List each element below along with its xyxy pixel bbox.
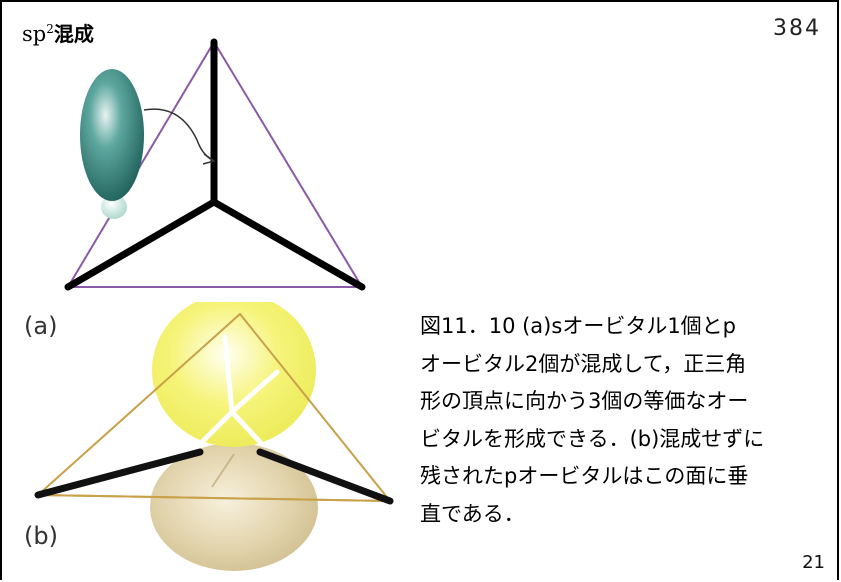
large-lobe (80, 69, 144, 201)
p-lobe-bottom (150, 443, 318, 571)
caption-line: 形の頂点に向かう3個の等価なオー (420, 389, 749, 413)
label-b: (b) (24, 522, 58, 550)
hybrid-title-base: sp (22, 22, 47, 46)
caption-line: 図11．10 (a)sオービタル1個とp (420, 314, 737, 338)
trigonal-planar-p-orbital-diagram (34, 302, 394, 571)
caption-line: 残されたpオービタルはこの面に垂 (420, 464, 749, 488)
hybrid-title-superscript: 2 (46, 22, 54, 36)
bond-left-bottom (34, 448, 204, 499)
figure-caption: 図11．10 (a)sオービタル1個とp オービタル2個が混成して，正三角 形の… (420, 308, 820, 533)
caption-line: オービタル2個が混成して，正三角 (420, 351, 747, 376)
small-lobe (101, 195, 127, 219)
bond-right (210, 198, 366, 291)
p-lobe-top (152, 302, 316, 447)
label-a: (a) (24, 312, 58, 340)
bond-right-bottom (256, 448, 394, 505)
page-number-top: 384 (773, 16, 821, 41)
bond-left (64, 198, 218, 291)
page-number-bottom: 21 (802, 552, 825, 573)
curved-arrow-icon (143, 108, 216, 165)
hybrid-title-text: 混成 (53, 22, 94, 46)
caption-line: 直である． (420, 501, 525, 526)
sp2-hybrid-orbital-diagram (64, 38, 366, 291)
caption-line: ビタルを形成できる．(b)混成せずに (420, 426, 765, 451)
hybrid-title: sp2混成 (22, 18, 94, 47)
triangle-outline (66, 40, 364, 288)
